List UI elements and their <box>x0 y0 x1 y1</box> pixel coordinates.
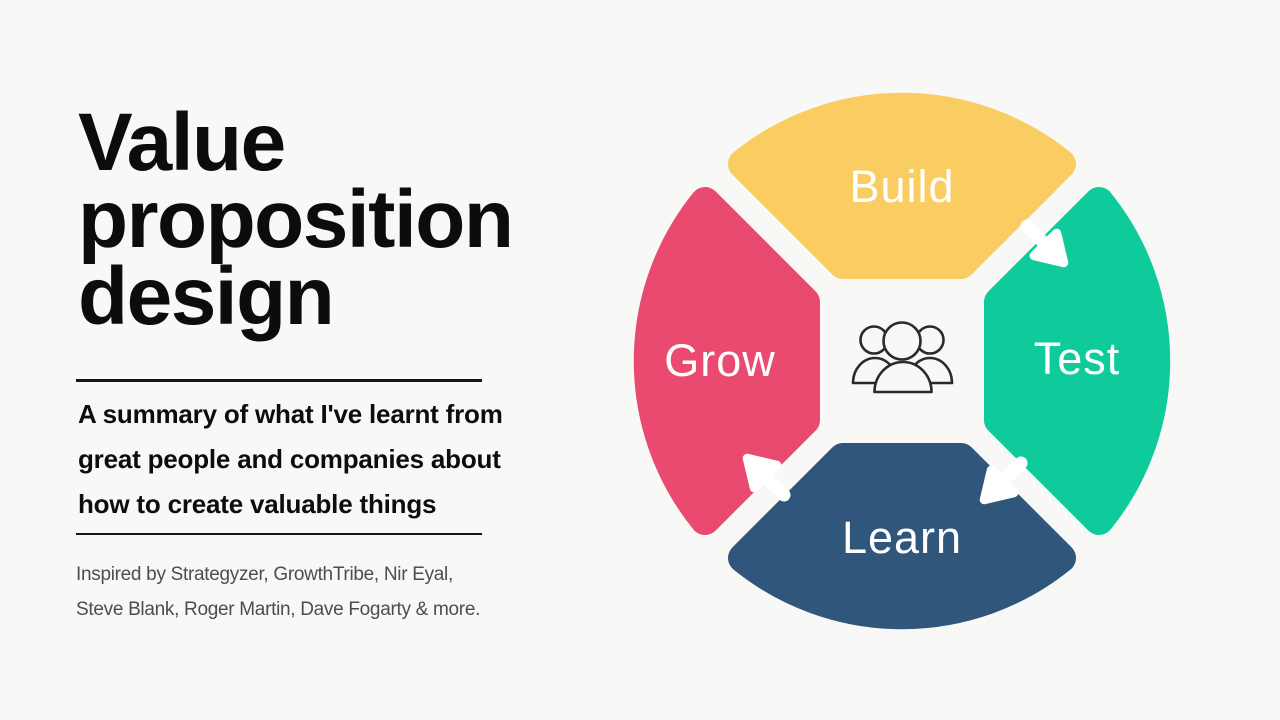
divider-line-bottom <box>76 532 482 535</box>
petal-label-grow: Grow <box>664 335 776 386</box>
subtitle-line: how to create valuable things <box>78 488 437 519</box>
subtitle-line: A summary of what I've learnt from <box>78 398 503 429</box>
title-line: Value <box>78 97 286 188</box>
credits-text: Inspired by Strategyzer, GrowthTribe, Ni… <box>76 557 526 627</box>
page-title: Value proposition design <box>78 97 526 342</box>
title-line: proposition <box>78 174 514 265</box>
credits-line: Steve Blank, Roger Martin, Dave Fogarty … <box>76 599 481 620</box>
petal-label-test: Test <box>1034 333 1121 384</box>
cycle-diagram: Build Test Learn Grow <box>622 81 1182 641</box>
credits-line: Inspired by Strategyzer, GrowthTribe, Ni… <box>76 564 453 585</box>
subtitle: A summary of what I've learnt from great… <box>78 392 526 527</box>
petal-label-learn: Learn <box>842 512 962 563</box>
text-column: Value proposition design A summary of wh… <box>76 97 526 627</box>
people-group-icon <box>851 321 954 394</box>
divider-line-top <box>76 379 482 382</box>
petal-label-build: Build <box>849 161 954 212</box>
title-line: design <box>78 251 335 342</box>
subtitle-line: great people and companies about <box>78 443 501 474</box>
